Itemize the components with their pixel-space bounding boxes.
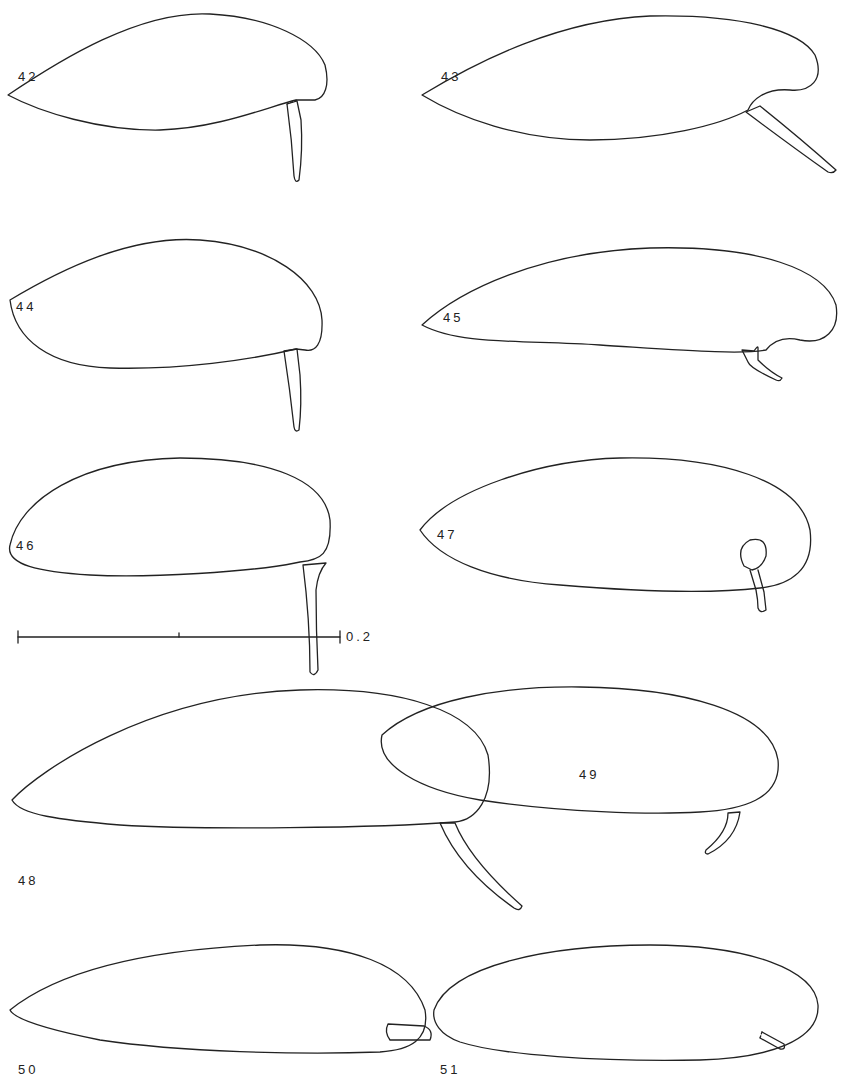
figure-number: 43 [441,70,461,83]
figure-51-outline [434,945,818,1060]
figure-number: 51 [440,1063,460,1076]
scale-bar [18,631,340,643]
figure-50-outline [10,945,431,1053]
figure-42-outline [8,14,327,182]
figure-43-outline [422,16,836,173]
figure-number: 47 [437,528,457,541]
figure-number: 50 [18,1063,38,1076]
figure-46-outline [10,458,331,675]
figure-45-outline [422,248,837,381]
scale-value: 0.2 [346,630,373,643]
figure-49-outline [381,687,778,854]
figure-number: 45 [443,311,463,324]
figure-number: 46 [16,539,36,552]
figure-number: 49 [579,768,599,781]
figure-number: 44 [16,300,36,313]
figure-44-outline [10,240,322,431]
figure-number: 42 [18,70,38,83]
figure-48-outline [12,690,522,910]
figure-47-outline [420,458,811,612]
figure-number: 48 [18,874,38,887]
